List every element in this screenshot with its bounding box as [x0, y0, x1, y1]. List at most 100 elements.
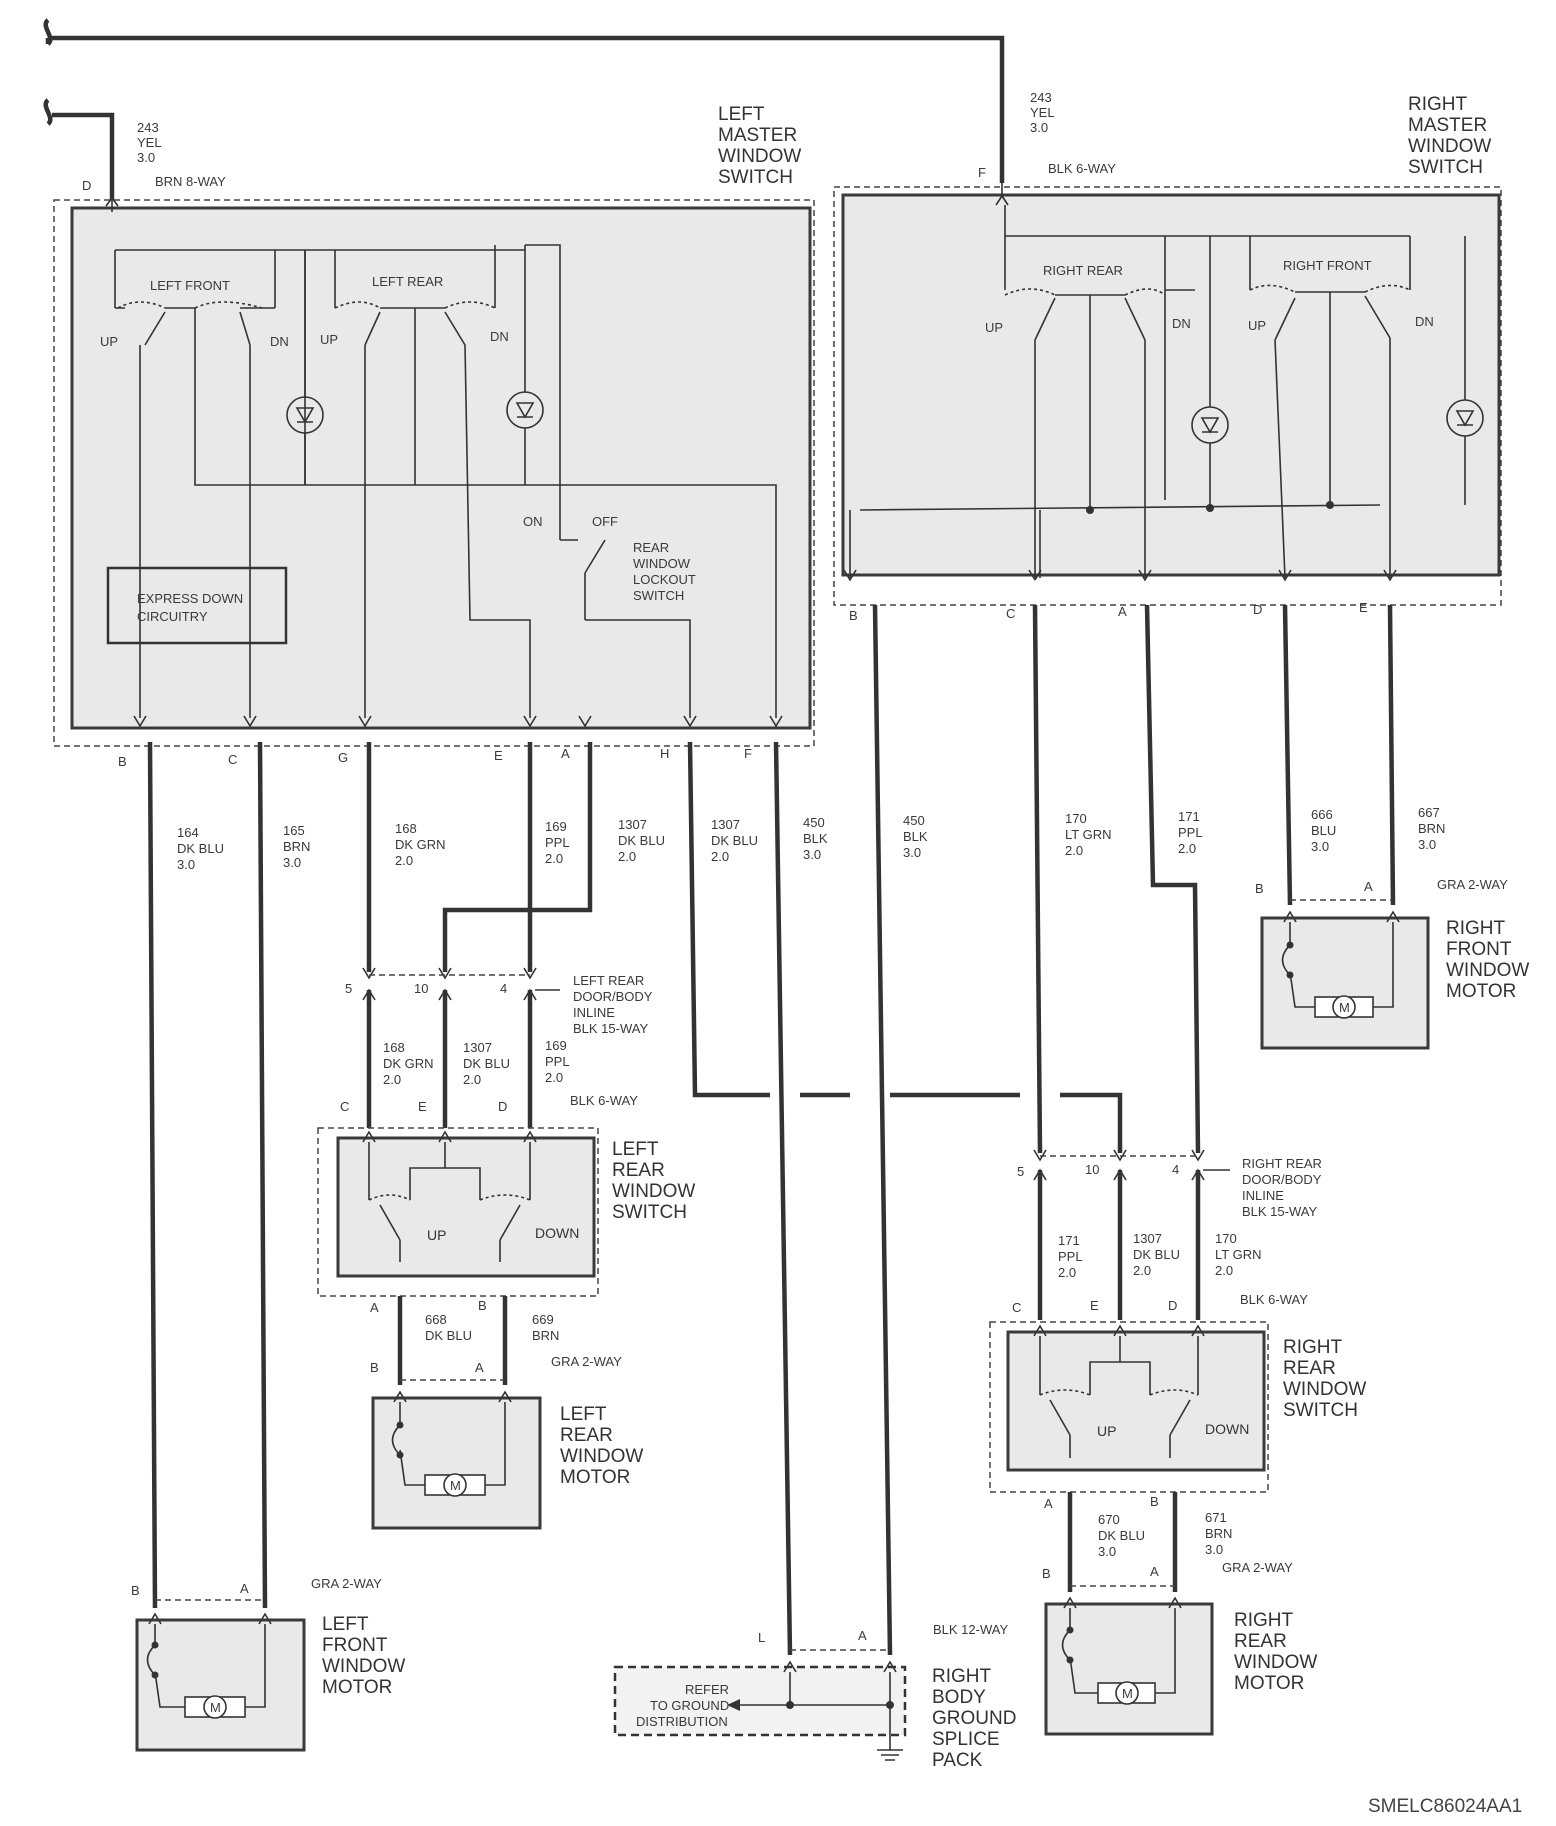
w164-color: DK BLU	[177, 841, 224, 856]
rr-inline-label-3: INLINE	[1242, 1188, 1284, 1203]
rrm-title-2: REAR	[1234, 1631, 1287, 1652]
rrs-pin-c: C	[1012, 1300, 1021, 1315]
lfm-m: M	[210, 1700, 221, 1715]
rrs-up: UP	[1097, 1423, 1116, 1439]
right-master-title-2: MASTER	[1408, 115, 1487, 136]
gnd-title-3: GROUND	[932, 1708, 1016, 1729]
rrs-title-4: SWITCH	[1283, 1400, 1358, 1421]
lrs-w1-gauge: 2.0	[383, 1072, 401, 1087]
gnd-refer-2: TO GROUND	[650, 1698, 729, 1713]
lfm-title-2: FRONT	[322, 1635, 388, 1656]
w450a-circuit: 450	[803, 815, 825, 830]
rfm-title-3: WINDOW	[1446, 960, 1529, 981]
feed-right-connector: BLK 6-WAY	[1048, 161, 1116, 176]
w669-color: BRN	[532, 1328, 559, 1343]
rrs-w3-color: LT GRN	[1215, 1247, 1261, 1262]
rr-inline-pin-4: 4	[1172, 1162, 1179, 1177]
w1307a-gauge: 2.0	[618, 849, 636, 864]
rfm-pin-a: A	[1364, 879, 1373, 894]
rrs-w3-gauge: 2.0	[1215, 1263, 1233, 1278]
w666-gauge: 3.0	[1311, 839, 1329, 854]
rr-inline-label-4: BLK 15-WAY	[1242, 1204, 1317, 1219]
lfm-pin-a: A	[240, 1581, 249, 1596]
rr-inline-pin-5: 5	[1017, 1164, 1024, 1179]
w450b-color: BLK	[903, 829, 928, 844]
lrs-w1-color: DK GRN	[383, 1056, 434, 1071]
right-front-window-motor: B A GRA 2-WAY M RIGHT FRONT WINDOW MOTOR	[1255, 877, 1529, 1050]
lm-pin-a: A	[561, 746, 570, 761]
right-front-dn: DN	[1415, 314, 1434, 329]
w670-circuit: 670	[1098, 1512, 1120, 1527]
left-rear-label: LEFT REAR	[372, 274, 443, 289]
rrs-pin-e: E	[1090, 1298, 1099, 1313]
lfm-title-4: MOTOR	[322, 1677, 392, 1698]
rrs-w2-circuit: 1307	[1133, 1231, 1162, 1246]
gnd-connector: BLK 12-WAY	[933, 1622, 1008, 1637]
left-front-label: LEFT FRONT	[150, 278, 230, 293]
left-master-window-switch: LEFT MASTER WINDOW SWITCH 243 YEL 3.0 D …	[53, 104, 815, 747]
w168-color: DK GRN	[395, 837, 446, 852]
w169-circuit: 169	[545, 819, 567, 834]
express-down-label-2: CIRCUITRY	[137, 609, 208, 624]
lrs-w2-gauge: 2.0	[463, 1072, 481, 1087]
feed-wires	[43, 18, 1005, 200]
harness-wires	[147, 604, 1396, 1656]
lockout-label-3: LOCKOUT	[633, 572, 696, 587]
lrs-pin-d: D	[498, 1099, 507, 1114]
lr-inline-label-3: INLINE	[573, 1005, 615, 1020]
left-rear-switch-wire-labels: 168 DK GRN 2.0 1307 DK BLU 2.0 169 PPL 2…	[383, 1038, 570, 1087]
left-rear-inline-connector: 5 10 4 LEFT REAR DOOR/BODY INLINE BLK 15…	[345, 967, 653, 1128]
w670-gauge: 3.0	[1098, 1544, 1116, 1559]
lockout-off: OFF	[592, 514, 618, 529]
right-rear-switch-wire-labels: 171 PPL 2.0 1307 DK BLU 2.0 170 LT GRN 2…	[1058, 1231, 1261, 1280]
w668-color: DK BLU	[425, 1328, 472, 1343]
lrs-title-4: SWITCH	[612, 1202, 687, 1223]
lrm-title-3: WINDOW	[560, 1446, 643, 1467]
lfm-pin-b: B	[131, 1583, 140, 1598]
lrs-pin-e: E	[418, 1099, 427, 1114]
rr-inline-pin-10: 10	[1085, 1162, 1099, 1177]
w671-gauge: 3.0	[1205, 1542, 1223, 1557]
lr-inline-label-1: LEFT REAR	[573, 973, 644, 988]
lm-pin-c: C	[228, 752, 237, 767]
rm-pin-c: C	[1006, 606, 1015, 621]
rm-pin-d: D	[1253, 602, 1262, 617]
w165-circuit: 165	[283, 823, 305, 838]
drawing-code: SMELC86024AA1	[1368, 1796, 1522, 1817]
lockout-label-4: SWITCH	[633, 588, 684, 603]
right-rear-label: RIGHT REAR	[1043, 263, 1123, 278]
rrs-w2-color: DK BLU	[1133, 1247, 1180, 1262]
rrm-m: M	[1122, 1686, 1133, 1701]
rrs-w1-color: PPL	[1058, 1249, 1083, 1264]
right-master-title-1: RIGHT	[1408, 94, 1468, 115]
lrs-w2-circuit: 1307	[463, 1040, 492, 1055]
feed-left-gauge: 3.0	[137, 150, 155, 165]
right-rear-inline-connector: 5 10 4 RIGHT REAR DOOR/BODY INLINE BLK 1…	[1017, 1149, 1322, 1320]
lrm-title-1: LEFT	[560, 1404, 607, 1425]
w169-gauge: 2.0	[545, 851, 563, 866]
rfm-title-1: RIGHT	[1446, 918, 1506, 939]
w669-circuit: 669	[532, 1312, 554, 1327]
w170-circuit: 170	[1065, 811, 1087, 826]
rm-pin-b: B	[849, 608, 858, 623]
rfm-title-4: MOTOR	[1446, 981, 1516, 1002]
rrm-title-1: RIGHT	[1234, 1610, 1294, 1631]
right-rear-window-motor: B A GRA 2-WAY M RIGHT REAR WINDOW MOTOR	[1042, 1560, 1317, 1736]
feed-right-color: YEL	[1030, 105, 1055, 120]
feed-left-pin: D	[82, 178, 91, 193]
w670-color: DK BLU	[1098, 1528, 1145, 1543]
right-front-label: RIGHT FRONT	[1283, 258, 1372, 273]
left-rear-dn: DN	[490, 329, 509, 344]
left-master-title-2: MASTER	[718, 125, 797, 146]
rfm-pin-b: B	[1255, 881, 1264, 896]
lrs-w3-color: PPL	[545, 1054, 570, 1069]
rrs-w1-circuit: 171	[1058, 1233, 1080, 1248]
rfm-title-2: FRONT	[1446, 939, 1512, 960]
lfm-connector: GRA 2-WAY	[311, 1576, 382, 1591]
lrs-connector: BLK 6-WAY	[570, 1093, 638, 1108]
rrs-w3-circuit: 170	[1215, 1231, 1237, 1246]
w170-gauge: 2.0	[1065, 843, 1083, 858]
left-master-title-1: LEFT	[718, 104, 765, 125]
rrs-out-pin-a: A	[1044, 1496, 1053, 1511]
right-master-title-4: SWITCH	[1408, 157, 1483, 178]
